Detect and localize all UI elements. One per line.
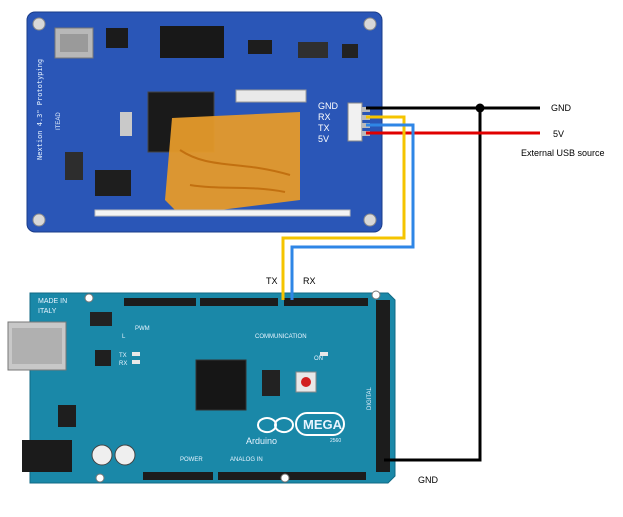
power-jack (22, 440, 72, 472)
mega-sub-text: 2560 (330, 438, 341, 444)
pin-label-tx: TX (318, 123, 330, 133)
digital-header (376, 300, 390, 472)
nextion-display-board: Nextion 4.3" Prototyping ITEAD GND RX TX… (26, 11, 383, 233)
flash-chip (160, 26, 224, 58)
top-header-mid (200, 298, 278, 306)
gnd-label: GND (551, 103, 572, 113)
5v-label: 5V (553, 129, 564, 139)
pin-label-gnd: GND (318, 101, 339, 111)
bottom-header-analog (218, 472, 366, 480)
capacitor (91, 444, 113, 466)
pin-label-5v: 5V (318, 134, 329, 144)
digital-label: DIGITAL (367, 386, 373, 410)
icsp-header (90, 312, 112, 326)
power-label: POWER (180, 457, 203, 463)
mount-hole (363, 17, 377, 31)
analog-in-label: ANALOG IN (230, 457, 263, 463)
mount-hole (32, 213, 46, 227)
led-on-label: ON (314, 356, 323, 362)
display-header (347, 102, 363, 142)
rx-serial-label: RX (303, 276, 316, 286)
itead-logo: ITEAD (56, 112, 62, 130)
pwm-label: PWM (135, 326, 150, 332)
gnd-junction (475, 103, 485, 113)
arduino-brand-text: Arduino (246, 436, 277, 446)
mount-hole (363, 213, 377, 227)
regulator-chip (106, 28, 128, 48)
fpc-connector (235, 89, 307, 103)
gnd-wire (366, 106, 540, 462)
tx-serial-label: TX (266, 276, 278, 286)
wires (281, 103, 540, 462)
small-ic (248, 40, 272, 54)
led-tx-label: TX (119, 353, 127, 359)
rx-wire (290, 123, 415, 300)
arduino-mega-board: MADE IN ITALY L PWM TX RX ON COMMUNICATI… (7, 290, 396, 484)
lcd-edge (94, 209, 351, 217)
atmega-chip (195, 359, 247, 411)
pin-label-rx: RX (318, 112, 331, 122)
bottom-header-power (143, 472, 213, 480)
communication-label: COMMUNICATION (255, 334, 307, 340)
made-in-text: MADE IN (38, 298, 67, 305)
arduino-logo: Arduino MEGA 2560 (246, 412, 345, 446)
flex-cable (165, 112, 300, 215)
led-rx-label: RX (119, 361, 127, 367)
mount-hole (32, 17, 46, 31)
voltage-regulator (58, 405, 76, 427)
external-usb-label: External USB source (521, 148, 605, 158)
tx-wire (281, 115, 406, 300)
capacitor (114, 444, 136, 466)
led-l-label: L (122, 334, 126, 340)
mega-model-text: MEGA (303, 417, 343, 432)
top-header-comm (284, 298, 368, 306)
bottom-gnd-label: GND (418, 475, 439, 485)
inductor (342, 44, 358, 58)
top-header-left (124, 298, 196, 306)
icsp-header (262, 370, 280, 396)
silk-title: Nextion 4.3" Prototyping (36, 59, 44, 160)
country-text: ITALY (38, 308, 57, 315)
